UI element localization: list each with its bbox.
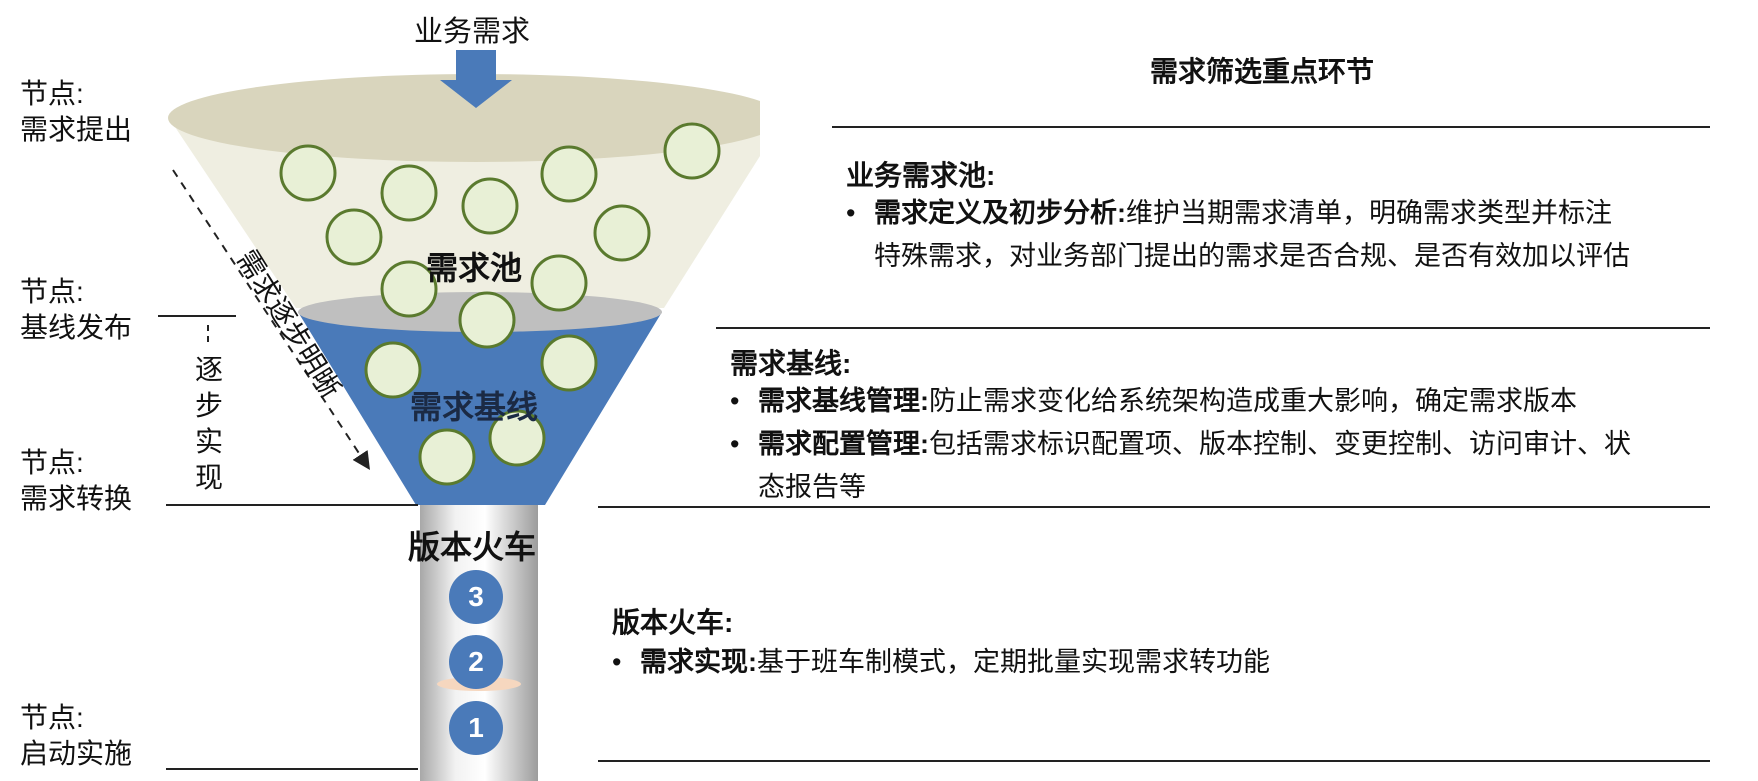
requirement-bubble xyxy=(593,204,651,262)
bullet-item: • 需求配置管理:包括需求标识配置项、版本控制、变更控制、访问审计、状 态报告等 xyxy=(730,423,1718,509)
node-baseline-release: 节点: 基线发布 xyxy=(20,274,132,346)
node-prefix: 节点: xyxy=(20,276,84,307)
funnel-diagram xyxy=(158,50,760,781)
realize-note: 逐步实现 xyxy=(194,354,223,493)
node-prefix: 节点: xyxy=(20,78,84,109)
requirement-bubble xyxy=(418,428,476,486)
bullet-dot: • xyxy=(730,429,740,459)
train-step-number: 3 xyxy=(468,581,484,612)
bullet-text: 基于班车制模式，定期批量实现需求转功能 xyxy=(757,647,1270,677)
requirement-bubble xyxy=(279,144,337,202)
node-name: 基线发布 xyxy=(20,312,133,343)
node-prefix: 节点: xyxy=(20,447,84,478)
bullet-bold: 需求基线管理: xyxy=(758,386,929,416)
train-step-3: 3 xyxy=(449,570,503,624)
requirement-bubble xyxy=(364,341,422,399)
bullet-bold: 需求定义及初步分析: xyxy=(874,198,1126,228)
node-demand-conversion: 节点: 需求转换 xyxy=(20,445,132,517)
bullet-bold: 需求配置管理: xyxy=(758,429,929,459)
section-heading-pool: 业务需求池: xyxy=(846,160,996,191)
node-name: 启动实施 xyxy=(20,738,133,769)
bullet-dot: • xyxy=(612,647,622,677)
section-heading-train: 版本火车: xyxy=(612,607,734,638)
section-heading-baseline: 需求基线: xyxy=(730,348,852,379)
node-prefix: 节点: xyxy=(20,702,84,733)
train-step-1: 1 xyxy=(449,701,503,755)
requirement-bubble xyxy=(380,260,438,318)
train-step-number: 1 xyxy=(468,712,484,743)
requirement-bubble xyxy=(488,409,546,467)
bullet-bold: 需求实现: xyxy=(640,647,757,677)
bullet-text-cont: 特殊需求，对业务部门提出的需求是否合规、是否有效加以评估 xyxy=(874,241,1630,271)
node-demand-raised: 节点: 需求提出 xyxy=(20,76,132,148)
bullet-item: • 需求实现:基于班车制模式，定期批量实现需求转功能 xyxy=(612,641,1640,684)
train-label: 版本火车 xyxy=(408,529,537,565)
pool-label: 需求池 xyxy=(426,250,523,286)
panel-title: 需求筛选重点环节 xyxy=(1150,56,1375,87)
requirement-bubbles xyxy=(279,122,721,486)
input-arrow xyxy=(440,50,512,108)
bullet-text-cont: 态报告等 xyxy=(758,472,866,502)
bullet-item: • 需求基线管理:防止需求变化给系统架构造成重大影响，确定需求版本 xyxy=(730,380,1718,423)
bullet-dot: • xyxy=(846,198,856,228)
requirement-bubble xyxy=(663,122,721,180)
requirement-bubble xyxy=(461,177,519,235)
node-start-implementation: 节点: 启动实施 xyxy=(20,700,132,772)
pool-rim xyxy=(168,74,760,162)
bullet-text: 维护当期需求清单，明确需求类型并标注 xyxy=(1126,198,1612,228)
requirement-bubble xyxy=(325,208,383,266)
bullet-item: • 需求定义及初步分析:维护当期需求清单，明确需求类型并标注 特殊需求，对业务部… xyxy=(846,192,1704,278)
requirement-bubble xyxy=(380,164,438,222)
requirement-bubble xyxy=(458,291,516,349)
train-step-number: 2 xyxy=(468,646,484,677)
bullet-text: 防止需求变化给系统架构造成重大影响，确定需求版本 xyxy=(929,386,1577,416)
node-name: 需求提出 xyxy=(20,114,133,145)
requirement-bubble xyxy=(540,334,598,392)
bullet-dot: • xyxy=(730,386,740,416)
baseline-label: 需求基线 xyxy=(410,389,539,425)
node-name: 需求转换 xyxy=(20,483,133,514)
requirement-bubble xyxy=(530,254,588,312)
input-label: 业务需求 xyxy=(414,16,531,48)
bullet-text: 包括需求标识配置项、版本控制、变更控制、访问审计、状 xyxy=(929,429,1631,459)
train-step-2: 2 xyxy=(449,635,503,689)
requirement-bubble xyxy=(540,145,598,203)
